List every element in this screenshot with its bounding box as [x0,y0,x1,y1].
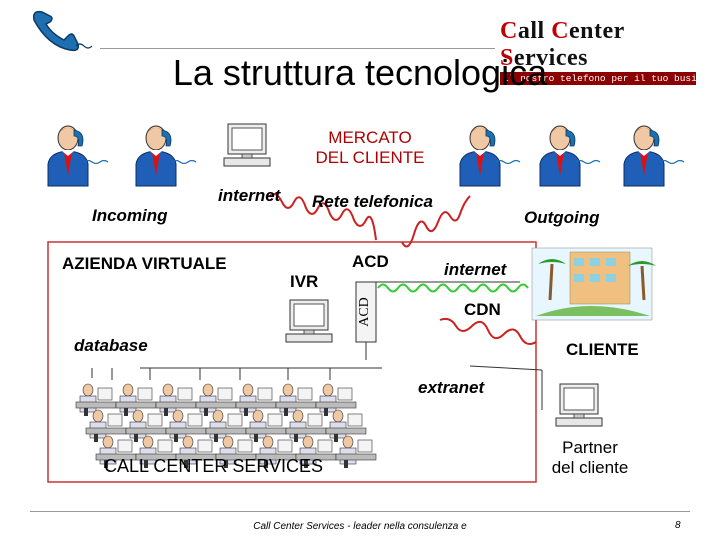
header-rule [100,48,495,49]
azienda-virtuale-label: AZIENDA VIRTUALE [62,254,227,273]
logo-tagline: il nostro telefono per il tuo business. [500,72,720,85]
page-number: 8 [675,520,681,531]
extranet-label: extranet [418,378,485,397]
cdn-label: CDN [464,300,501,319]
acd-vertical-label: ACD [356,297,372,327]
footer-text: Call Center Services - leader nella cons… [253,521,467,532]
telephone-icon [32,10,93,52]
incoming-label: Incoming [92,206,168,225]
ivr-label: IVR [290,272,319,291]
outgoing-label: Outgoing [524,208,600,227]
partner-label: Partner del cliente [551,438,629,477]
cliente-label: CLIENTE [566,340,639,359]
market-label: MERCATO DEL CLIENTE [315,128,425,167]
footer-rule [30,511,690,512]
rete-telefonica-label: Rete telefonica [312,192,433,211]
slide-title: La struttura tecnologica [172,52,548,93]
company-logo: Call Center Services il nostro telefono … [500,18,720,85]
acd-label: ACD [352,252,389,271]
internet-right-label: internet [444,260,507,279]
database-label: database [74,336,148,355]
call-center-services-label: CALL CENTER SERVICES [104,456,324,476]
internet-top-label: internet [218,186,281,205]
